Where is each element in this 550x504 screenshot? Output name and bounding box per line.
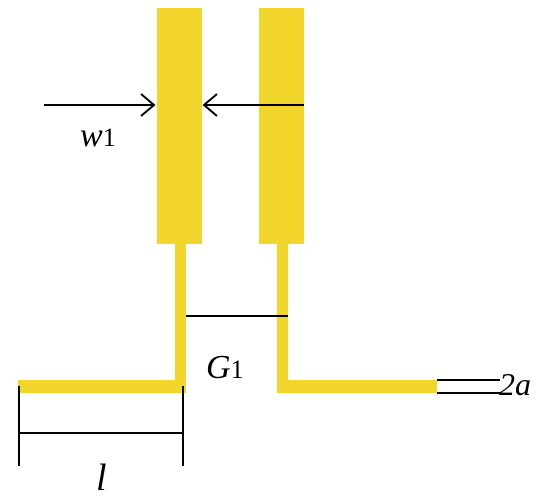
2a-label: 2a bbox=[499, 366, 531, 402]
left-horizontal-strip bbox=[18, 380, 186, 393]
l-label: l bbox=[96, 457, 107, 499]
w1-left-arrowhead bbox=[140, 93, 156, 117]
conductor bbox=[18, 8, 437, 393]
left-pad bbox=[157, 8, 202, 244]
left-vertical-strip bbox=[175, 244, 186, 393]
w1-subscript: 1 bbox=[103, 123, 116, 152]
g1-symbol: G bbox=[206, 349, 231, 386]
g1-subscript: 1 bbox=[231, 355, 244, 384]
g1-label: G1 bbox=[206, 349, 244, 386]
w1-dimension bbox=[44, 93, 304, 117]
l-dimension bbox=[18, 386, 184, 466]
2a-dimension bbox=[437, 379, 500, 394]
right-vertical-strip bbox=[277, 244, 288, 393]
w1-symbol: w bbox=[80, 117, 103, 154]
right-pad bbox=[259, 8, 304, 244]
right-horizontal-strip bbox=[277, 380, 437, 393]
w1-right-arrowhead bbox=[202, 93, 218, 117]
w1-label: w1 bbox=[80, 117, 116, 154]
